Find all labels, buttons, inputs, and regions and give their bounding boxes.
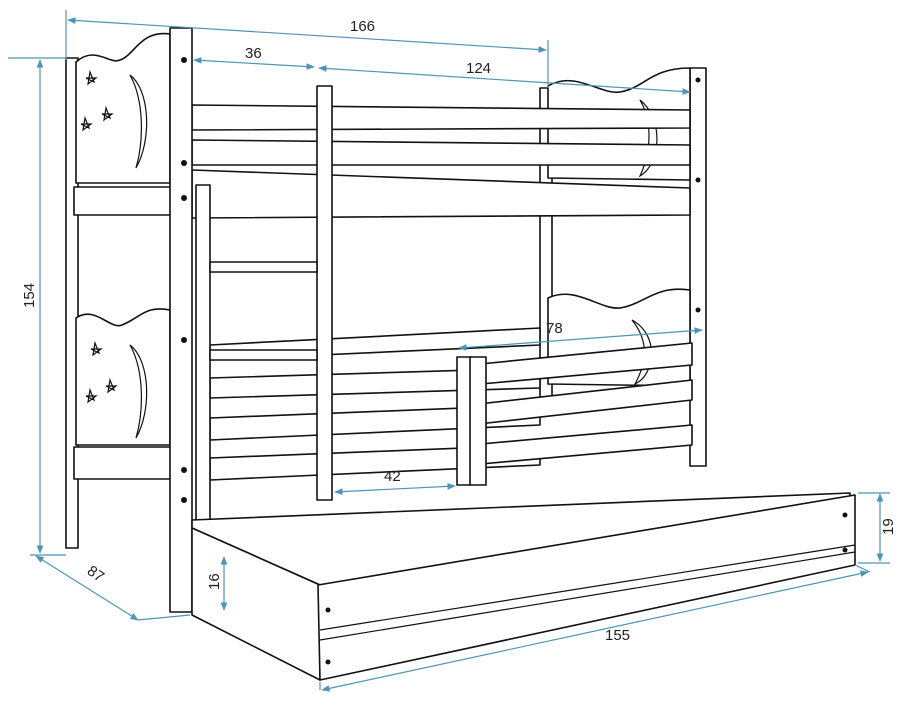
left-back-post [65,57,79,549]
upper-rails [191,104,691,219]
front-left-post [169,27,193,613]
bolt-dots [181,57,701,503]
dim-36-label: 36 [245,45,262,62]
dim-78-label: 78 [546,320,563,337]
lower-left-headboard [75,308,171,446]
dim-19-label: 19 [880,518,897,535]
upper-left-headboard [75,32,171,184]
dim-42-label: 42 [384,468,401,485]
dim-87-label: 87 [84,562,107,585]
dim-155-label: 155 [605,627,630,644]
dim-124-label: 124 [466,60,491,77]
dim-16-label: 16 [206,573,223,590]
dimension-lines [8,10,890,692]
dim-166-label: 166 [350,18,375,35]
star-icons [80,69,148,439]
trundle-drawer[interactable] [191,492,856,681]
dim-154-label: 154 [21,283,38,308]
ladder[interactable] [195,85,333,521]
guard-rail [456,342,693,486]
